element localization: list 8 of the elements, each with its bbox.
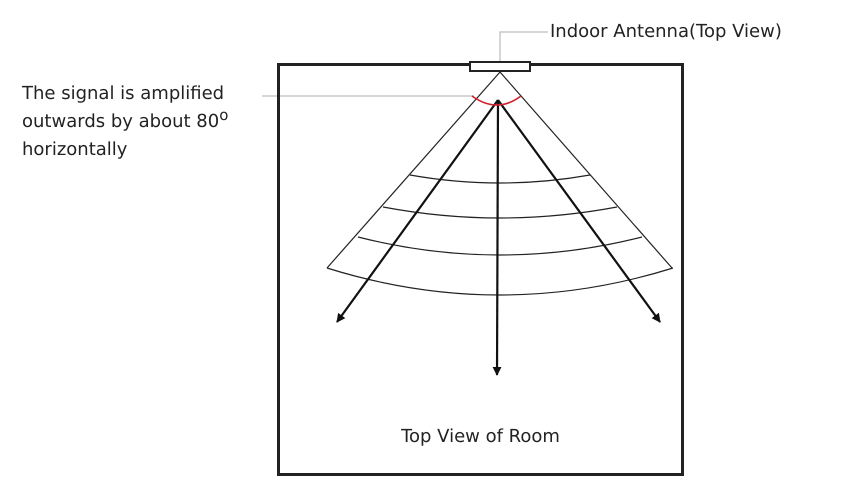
angle-arc bbox=[472, 95, 522, 106]
room-label: Top View of Room bbox=[401, 426, 560, 447]
signal-note: The signal is amplified outwards by about 80$^{o}$ horizontally bbox=[22, 80, 262, 164]
antenna-box bbox=[469, 61, 531, 72]
antenna-label: Indoor Antenna(Top View) bbox=[550, 18, 840, 46]
leader-line bbox=[499, 31, 548, 61]
room-outline bbox=[277, 63, 684, 476]
leader-line bbox=[262, 95, 474, 97]
